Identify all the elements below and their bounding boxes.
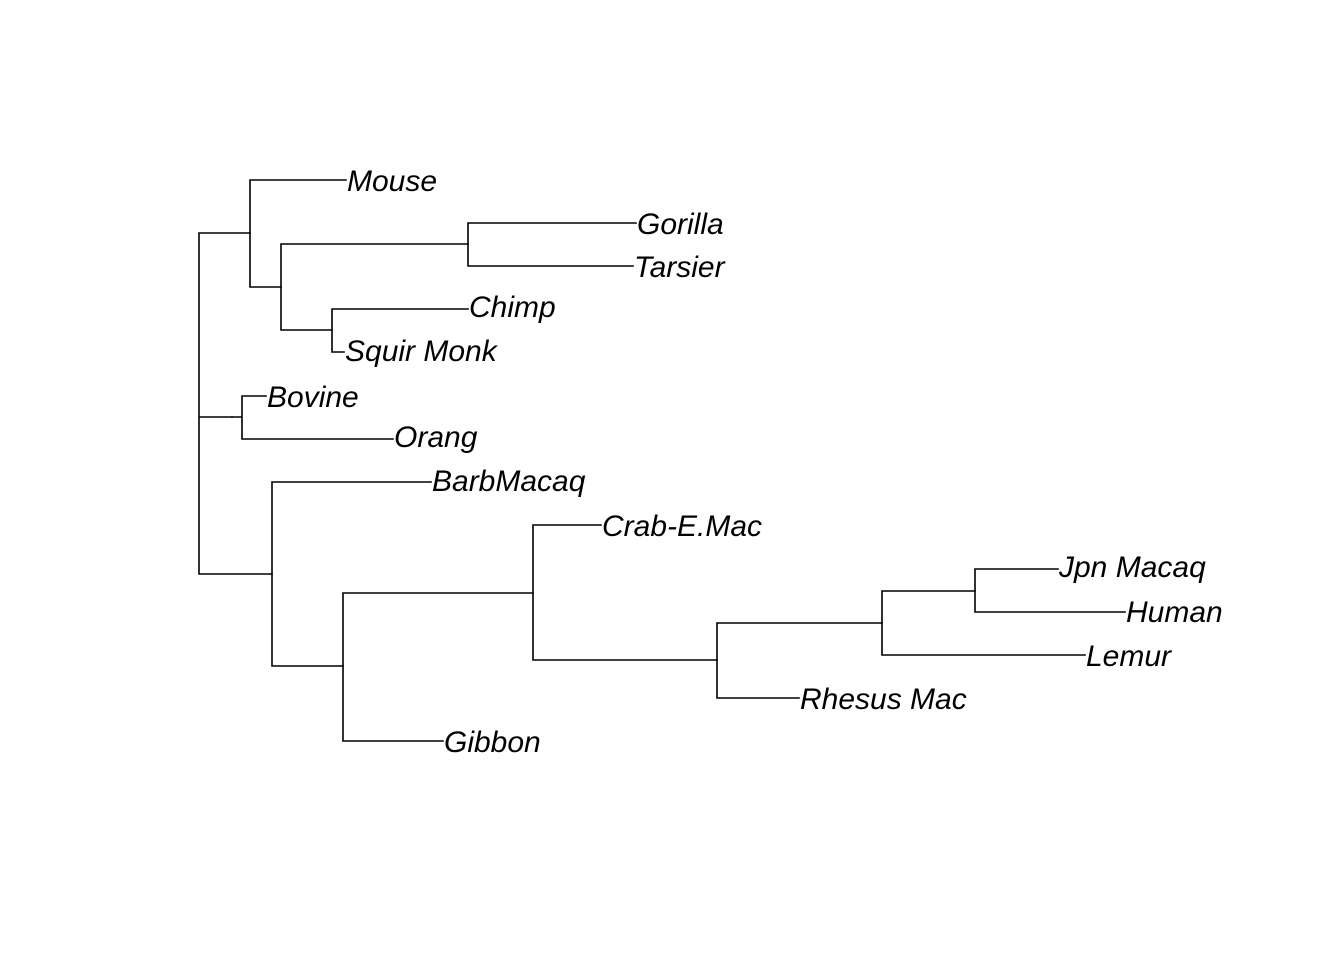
tip-label-chimp: Chimp	[469, 291, 556, 324]
tip-label-gibbon: Gibbon	[444, 726, 541, 759]
tip-label-rhesus-mac: Rhesus Mac	[800, 683, 967, 716]
tip-labels: Mouse Gorilla Tarsier Chimp Squir Monk B…	[267, 165, 1223, 759]
tip-label-crab-e-mac: Crab-E.Mac	[602, 510, 762, 543]
tip-label-jpn-macaq: Jpn Macaq	[1058, 551, 1206, 584]
tip-label-orang: Orang	[394, 421, 478, 454]
branch-gorilla-tarsier-chimp-squirmonk	[280, 243, 469, 331]
tip-label-lemur: Lemur	[1086, 640, 1172, 673]
branch-lemur-clade	[881, 590, 1086, 656]
branch-crab-clade	[532, 524, 718, 661]
branch-mouse-clade	[249, 179, 347, 288]
tip-label-gorilla: Gorilla	[637, 208, 724, 241]
branch-barbmacaq-clade	[271, 481, 432, 667]
tip-label-mouse: Mouse	[347, 165, 437, 198]
tip-label-human: Human	[1126, 596, 1223, 629]
branch-gorilla-tarsier	[467, 222, 637, 267]
tip-label-barbmacaq: BarbMacaq	[432, 465, 586, 498]
tip-label-tarsier: Tarsier	[634, 251, 726, 284]
branch-rhesus-clade	[716, 622, 883, 699]
branch-chimp-squirmonk	[331, 308, 469, 353]
tip-label-squir-monk: Squir Monk	[345, 335, 499, 368]
branch-bovine-orang	[231, 395, 394, 440]
tip-label-bovine: Bovine	[267, 381, 359, 414]
root-branch	[198, 232, 273, 575]
tree-branches	[198, 179, 1126, 742]
branch-jpn-human	[974, 568, 1126, 613]
branch-gibbon-clade	[342, 592, 534, 742]
